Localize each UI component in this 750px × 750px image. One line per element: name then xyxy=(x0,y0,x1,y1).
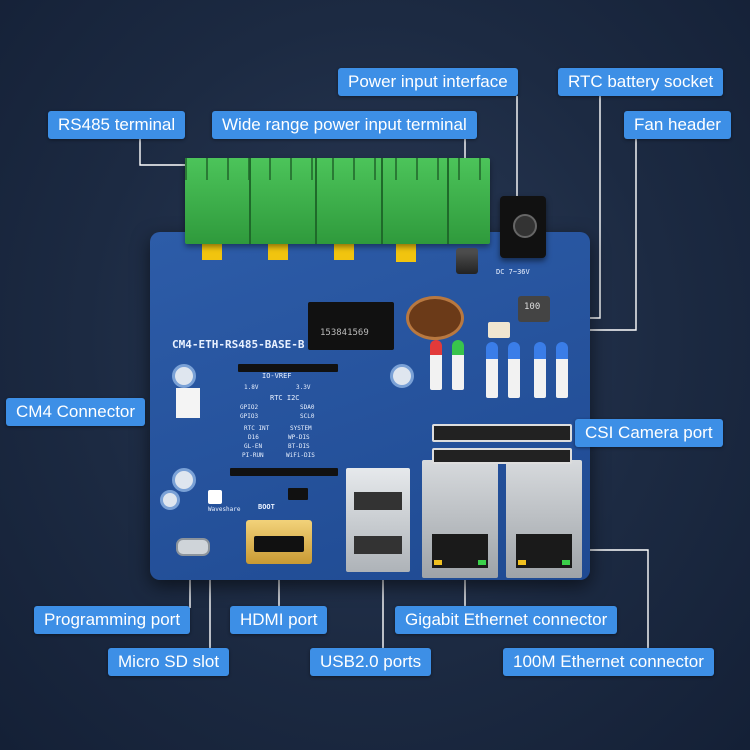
label-usb2-ports: USB2.0 ports xyxy=(310,648,432,676)
led-blue xyxy=(556,342,568,398)
boot-switch[interactable] xyxy=(288,488,308,500)
v18-label: 1.8V xyxy=(244,384,259,391)
cm4-connector-bottom xyxy=(230,468,338,476)
fan-header xyxy=(488,322,510,338)
mounting-hole xyxy=(160,490,180,510)
inductor: 100 xyxy=(518,296,550,322)
led-blue xyxy=(486,342,498,398)
gpio2-label: GPIO2 xyxy=(240,404,259,411)
mounting-hole xyxy=(172,468,196,492)
label-gigabit-ethernet: Gigabit Ethernet connector xyxy=(395,606,618,634)
label-ethernet-100m: 100M Ethernet connector xyxy=(503,648,714,676)
csi-camera-port[interactable] xyxy=(432,448,572,464)
led-blue xyxy=(534,342,546,398)
d16-label: D16 xyxy=(248,434,259,441)
label-cm4-connector: CM4 Connector xyxy=(6,398,146,426)
gl-en-label: GL-EN xyxy=(244,443,263,450)
rs485-terminal-block[interactable] xyxy=(185,158,490,244)
bt-dis-label: BT-DIS xyxy=(288,443,310,450)
usb2-ports[interactable] xyxy=(346,468,410,572)
dc-power-jack[interactable] xyxy=(500,196,546,258)
label-micro-sd: Micro SD slot xyxy=(108,648,230,676)
waveshare-logo-icon xyxy=(208,490,222,504)
rtc-i2c-label: RTC I2C xyxy=(270,394,300,402)
gpio3-label: GPIO3 xyxy=(240,413,259,420)
mounting-hole xyxy=(172,364,196,388)
white-label-pad xyxy=(176,388,200,418)
hdmi-port[interactable] xyxy=(246,520,312,564)
wp-dis-label: WP-DIS xyxy=(288,434,310,441)
v33-label: 3.3V xyxy=(296,384,311,391)
label-wide-range-power: Wide range power input terminal xyxy=(212,111,477,139)
chip: 153841569 xyxy=(308,302,394,350)
led-red xyxy=(430,340,442,390)
cm4-connector-top xyxy=(238,364,338,372)
wifi-dis-label: WiFi-DIS xyxy=(286,452,315,459)
label-programming-port: Programming port xyxy=(34,606,191,634)
label-power-input: Power input interface xyxy=(338,68,518,96)
pi-run-label: PI-RUN xyxy=(242,452,264,459)
label-rs485-terminal: RS485 terminal xyxy=(48,111,186,139)
gigabit-ethernet-port[interactable] xyxy=(422,460,498,578)
led-green xyxy=(452,340,464,390)
usb-c-programming-port[interactable] xyxy=(176,538,210,556)
csi-camera-port[interactable] xyxy=(432,424,572,442)
inductor-marking: 100 xyxy=(524,302,541,312)
brand-name: Waveshare xyxy=(208,506,241,513)
scl-label: SCL0 xyxy=(300,413,315,420)
label-rtc-battery: RTC battery socket xyxy=(558,68,724,96)
jumper xyxy=(396,240,416,262)
rtc-int-label: RTC INT xyxy=(244,425,270,432)
sda-label: SDA0 xyxy=(300,404,315,411)
mounting-hole xyxy=(390,364,414,388)
rtc-battery-socket xyxy=(406,296,464,340)
label-fan-header: Fan header xyxy=(624,111,731,139)
boot-label: BOOT xyxy=(258,503,275,511)
ethernet-100m-port[interactable] xyxy=(506,460,582,578)
io-vref-label: IO-VREF xyxy=(262,372,292,380)
capacitor xyxy=(456,248,478,274)
pcb-board: CM4-ETH-RS485-BASE-B 153841569 IO-VREF 1… xyxy=(150,232,590,580)
label-hdmi-port: HDMI port xyxy=(230,606,328,634)
dc-input-label: DC 7~36V xyxy=(496,268,530,276)
led-blue xyxy=(508,342,520,398)
system-label: SYSTEM xyxy=(290,425,312,432)
chip-marking: 153841569 xyxy=(320,328,369,338)
label-csi-camera: CSI Camera port xyxy=(575,419,723,447)
board-name: CM4-ETH-RS485-BASE-B xyxy=(172,338,305,351)
